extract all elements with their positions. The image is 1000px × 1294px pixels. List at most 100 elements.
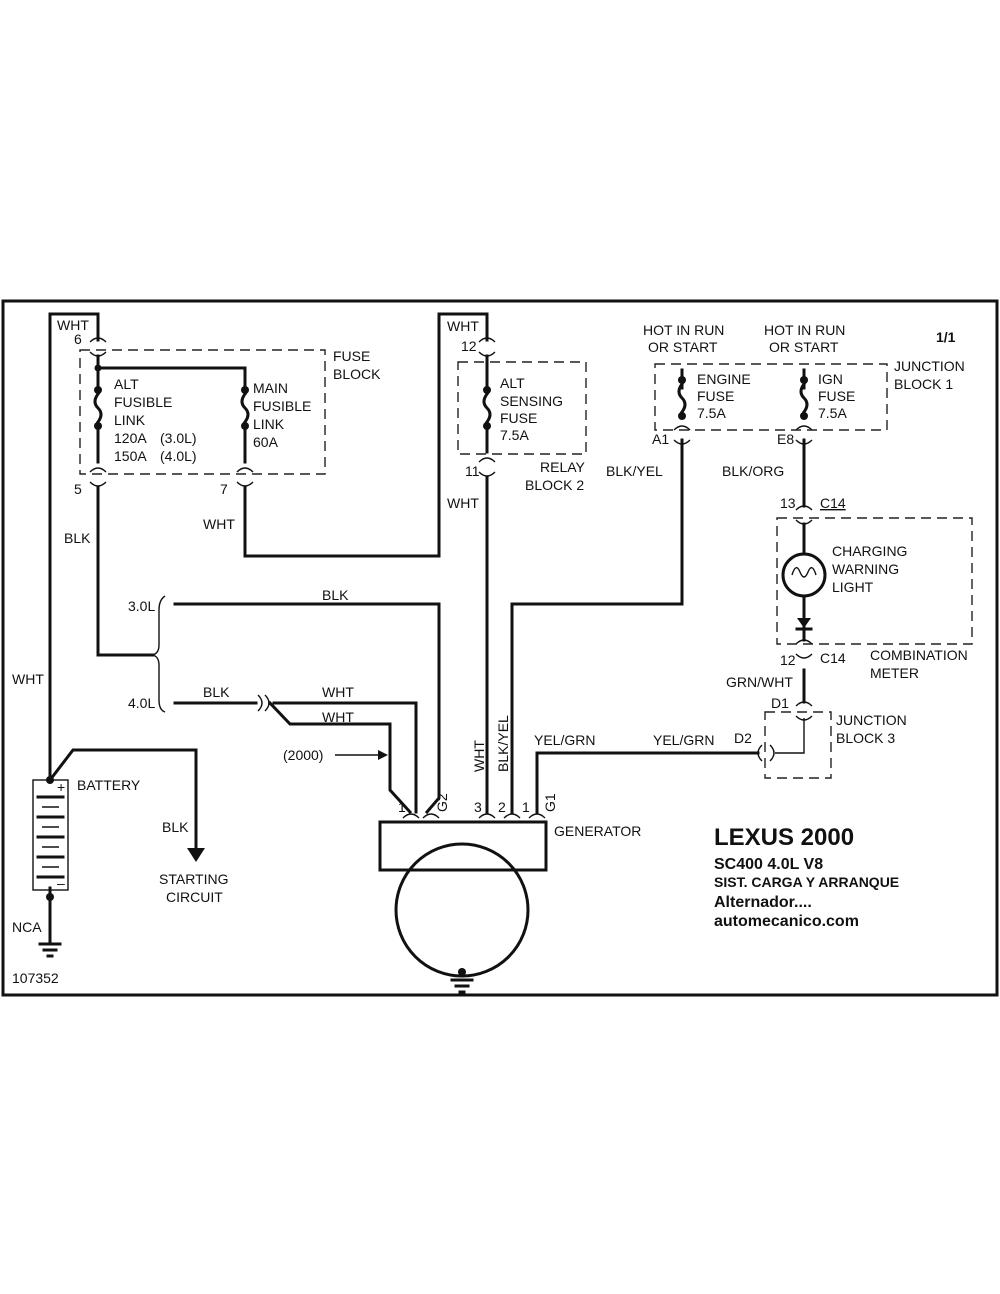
label-relay-block: RELAY xyxy=(540,459,586,475)
label-wht-relay-down: WHT xyxy=(447,495,479,511)
label-main-fusible-link-2: FUSIBLE xyxy=(253,398,311,414)
label-junction-block-3: JUNCTION xyxy=(836,712,907,728)
label-or-start-2: OR START xyxy=(769,339,839,355)
diagram-labels: WHT 6 FUSE BLOCK ALT FUSIBLE LINK 120A (… xyxy=(12,317,968,986)
label-starting-circuit: STARTING xyxy=(159,871,229,887)
label-wht-vertical: WHT xyxy=(471,740,487,772)
arrow-2000-head xyxy=(378,750,388,760)
label-pin-12-relay: 12 xyxy=(461,338,477,354)
label-battery-minus: – xyxy=(57,875,65,891)
label-4-0l: 4.0L xyxy=(128,695,155,711)
label-alt-120a: 120A xyxy=(114,430,147,446)
label-junction-block-1: JUNCTION xyxy=(894,358,965,374)
label-g2: G2 xyxy=(434,793,450,812)
label-wht-top-left: WHT xyxy=(57,317,89,333)
title-line-3: SIST. CARGA Y ARRANQUE xyxy=(714,874,899,890)
label-pin-11: 11 xyxy=(465,463,480,479)
label-engine-fuse: ENGINE xyxy=(697,371,751,387)
wires xyxy=(47,312,806,944)
label-main-fusible-link-3: LINK xyxy=(253,416,285,432)
label-e8: E8 xyxy=(777,431,794,447)
fusible-link-symbols xyxy=(93,376,809,430)
label-wht-relay-top: WHT xyxy=(447,318,479,334)
label-junction-block-3b: BLOCK 3 xyxy=(836,730,895,746)
label-pin-7: 7 xyxy=(220,481,228,497)
label-nca: NCA xyxy=(12,919,42,935)
label-gen-pin-2: 2 xyxy=(498,799,506,815)
diagram-frame xyxy=(1,299,999,997)
charging-warning-light-symbol xyxy=(781,552,827,631)
title-line-4: Alternador.... xyxy=(714,894,812,911)
label-g1: G1 xyxy=(542,793,558,812)
label-pin-5: 5 xyxy=(74,481,82,497)
label-blk-3-0l: BLK xyxy=(322,587,349,603)
splice-dots xyxy=(46,364,102,901)
label-charging-warning-light-3: LIGHT xyxy=(832,579,874,595)
label-gen-pin-1: 1 xyxy=(522,799,530,815)
label-alt-sensing-fuse: ALT xyxy=(500,375,525,391)
label-engine-fuse-2: FUSE xyxy=(697,388,734,404)
label-gen-pin-3: 3 xyxy=(474,799,482,815)
label-yel-grn-1: YEL/GRN xyxy=(534,732,595,748)
label-alt-40l: (4.0L) xyxy=(160,448,197,464)
label-c14-top: C14 xyxy=(820,495,846,511)
label-battery: BATTERY xyxy=(77,777,141,793)
label-wht-pin7: WHT xyxy=(203,516,235,532)
label-pin-13: 13 xyxy=(780,495,796,511)
label-alt-fusible-link: ALT xyxy=(114,376,139,392)
label-blk-yel-vertical: BLK/YEL xyxy=(495,715,511,772)
label-gen-pin-1-left: 1 xyxy=(398,799,406,815)
label-or-start-1: OR START xyxy=(648,339,718,355)
label-main-60a: 60A xyxy=(253,434,279,450)
label-combination-meter: COMBINATION xyxy=(870,647,968,663)
label-relay-block-2: BLOCK 2 xyxy=(525,477,584,493)
label-3-0l: 3.0L xyxy=(128,598,155,614)
label-engine-fuse-3: 7.5A xyxy=(697,405,726,421)
label-c14-bottom: C14 xyxy=(820,650,846,666)
label-charging-warning-light-2: WARNING xyxy=(832,561,899,577)
label-hot-in-run-1: HOT IN RUN xyxy=(643,322,724,338)
label-alt-fusible-link-3: LINK xyxy=(114,412,146,428)
label-ign-fuse-2: FUSE xyxy=(818,388,855,404)
label-blk-4-0l: BLK xyxy=(203,684,230,700)
label-pin-6: 6 xyxy=(74,331,82,347)
label-junction-block-1b: BLOCK 1 xyxy=(894,376,953,392)
label-yel-grn-2: YEL/GRN xyxy=(653,732,714,748)
label-charging-warning-light: CHARGING xyxy=(832,543,907,559)
label-year-note: (2000) xyxy=(283,747,323,763)
ground-symbols xyxy=(38,942,474,994)
label-ign-fuse: IGN xyxy=(818,371,843,387)
label-wht-a: WHT xyxy=(322,684,354,700)
starting-circuit-arrow xyxy=(187,848,205,862)
label-main-fusible-link: MAIN xyxy=(253,380,288,396)
generator-symbol xyxy=(378,820,548,978)
label-d2: D2 xyxy=(734,730,752,746)
label-fuse-block: FUSE xyxy=(333,348,370,364)
label-alt-fusible-link-2: FUSIBLE xyxy=(114,394,172,410)
label-hot-in-run-2: HOT IN RUN xyxy=(764,322,845,338)
title-line-5: automecanico.com xyxy=(714,913,859,930)
label-a1: A1 xyxy=(652,431,669,447)
label-wht-left: WHT xyxy=(12,671,44,687)
label-alt-150a: 150A xyxy=(114,448,147,464)
label-alt-30l: (3.0L) xyxy=(160,430,197,446)
connectors xyxy=(89,337,813,819)
label-generator: GENERATOR xyxy=(554,823,641,839)
label-blk-left: BLK xyxy=(64,530,91,546)
label-alt-sensing-fuse-3: FUSE xyxy=(500,410,537,426)
battery-symbol xyxy=(32,779,69,891)
label-d1: D1 xyxy=(771,695,789,711)
label-wht-b: WHT xyxy=(322,709,354,725)
label-blk-yel: BLK/YEL xyxy=(606,463,663,479)
component-boxes xyxy=(79,349,973,779)
title-block: LEXUS 2000 SC400 4.0L V8 SIST. CARGA Y A… xyxy=(714,824,899,930)
label-alt-sensing-fuse-2: SENSING xyxy=(500,393,563,409)
label-blk-org: BLK/ORG xyxy=(722,463,784,479)
title-line-2: SC400 4.0L V8 xyxy=(714,856,823,873)
label-starting-circuit-2: CIRCUIT xyxy=(166,889,223,905)
label-page: 1/1 xyxy=(936,329,956,345)
title-line-1: LEXUS 2000 xyxy=(714,824,854,851)
label-fuse-block-2: BLOCK xyxy=(333,366,381,382)
label-figure-number: 107352 xyxy=(12,970,59,986)
label-grn-wht: GRN/WHT xyxy=(726,674,793,690)
